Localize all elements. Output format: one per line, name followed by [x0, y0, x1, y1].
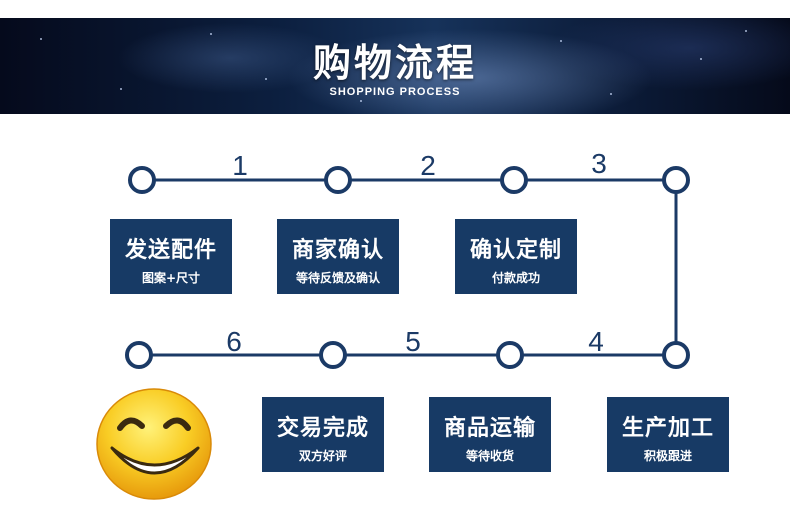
step-subtitle: 积极跟进 [643, 449, 692, 463]
step-card-6: 交易完成 双方好评 [262, 397, 384, 472]
step-subtitle: 等待反馈及确认 [295, 271, 380, 285]
step-title: 交易完成 [276, 416, 369, 441]
flow-node [496, 341, 524, 369]
smiley-face-icon [96, 388, 212, 500]
step-number-6: 6 [226, 326, 242, 357]
step-title: 发送配件 [124, 238, 217, 263]
flow-node [662, 166, 690, 194]
step-title: 商家确认 [291, 238, 384, 263]
step-subtitle: 图案+尺寸 [141, 271, 201, 285]
step-card-3: 确认定制 付款成功 [455, 219, 577, 294]
step-number-4: 4 [588, 326, 604, 357]
flow-node [662, 341, 690, 369]
page-subtitle: SHOPPING PROCESS [329, 86, 461, 98]
step-card-4: 生产加工 积极跟进 [607, 397, 729, 472]
flow-node [324, 166, 352, 194]
step-card-1: 发送配件 图案+尺寸 [110, 219, 232, 294]
step-card-5: 商品运输 等待收货 [429, 397, 551, 472]
step-title: 商品运输 [443, 416, 536, 441]
step-number-3: 3 [591, 148, 607, 179]
step-subtitle: 付款成功 [491, 271, 540, 285]
step-title: 确认定制 [469, 238, 562, 263]
page-title: 购物流程 [312, 41, 477, 85]
step-title: 生产加工 [621, 416, 714, 441]
step-subtitle: 双方好评 [298, 449, 347, 463]
step-card-2: 商家确认 等待反馈及确认 [277, 219, 399, 294]
step-subtitle: 等待收货 [465, 449, 514, 463]
step-number-1: 1 [232, 150, 248, 181]
step-number-5: 5 [405, 326, 421, 357]
flow-node [500, 166, 528, 194]
flow-node [319, 341, 347, 369]
step-number-2: 2 [420, 150, 436, 181]
flow-node [128, 166, 156, 194]
flow-node [125, 341, 153, 369]
header-banner: 购物流程 SHOPPING PROCESS [0, 18, 790, 114]
